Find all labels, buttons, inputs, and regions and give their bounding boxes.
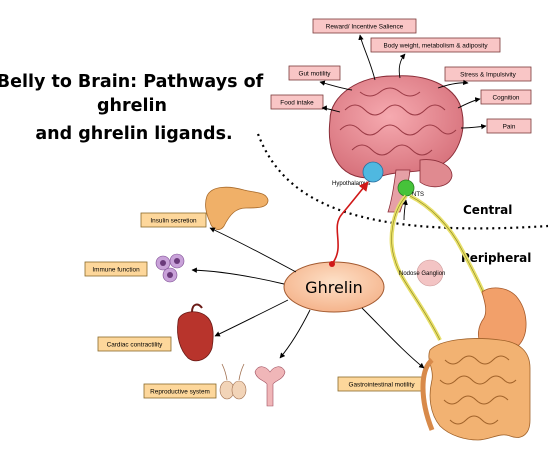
svg-text:Gastrointestinal motility: Gastrointestinal motility <box>348 382 415 389</box>
svg-text:Immune function: Immune function <box>92 267 140 274</box>
title-line-2: ghrelin <box>97 96 167 116</box>
nodose-ganglion-icon <box>416 259 444 287</box>
arrow-reproductive <box>279 309 311 359</box>
reward-box: Reward/ Incentive Salience <box>312 18 417 34</box>
pain-box: Pain <box>486 118 532 134</box>
arrow-gi <box>361 307 425 369</box>
stress-box: Stress & Impulsivity <box>444 66 532 82</box>
insulin-box: Insulin secretion <box>140 212 207 228</box>
svg-text:Gut motility: Gut motility <box>299 71 332 78</box>
svg-text:Body weight, metabolism & adip: Body weight, metabolism & adiposity <box>383 43 488 50</box>
arrow-immune <box>191 267 285 285</box>
ghrelin-label: Ghrelin <box>305 278 363 297</box>
reproductive-organs-icon <box>219 363 286 407</box>
brain-icon <box>328 75 464 213</box>
hypothalamus-icon <box>362 161 384 183</box>
gut-motility-box: Gut motility <box>288 65 341 81</box>
svg-text:Stress & Impulsivity: Stress & Impulsivity <box>460 72 517 79</box>
nodose-label: Nodose Ganglion <box>399 271 445 277</box>
arrow-cognition <box>457 97 481 109</box>
cardiac-box: Cardiac contractility <box>97 336 172 352</box>
svg-text:Pain: Pain <box>503 124 516 131</box>
svg-text:Insulin secretion: Insulin secretion <box>150 218 197 225</box>
svg-text:Food intake: Food intake <box>280 100 314 107</box>
arrow-pain <box>460 123 487 130</box>
central-label: Central <box>463 203 512 217</box>
reproductive-box: Reproductive system <box>143 383 217 399</box>
gi-box: Gastrointestinal motility <box>337 376 426 392</box>
svg-text:Cardiac contractility: Cardiac contractility <box>107 342 164 349</box>
arrow-vagal-up <box>402 199 408 221</box>
arrow-cardiac <box>214 299 289 337</box>
arrow-insulin <box>209 227 297 273</box>
hypothalamus-label: Hypothalamus <box>332 181 370 187</box>
intestines-icon <box>420 338 531 441</box>
arrow-food-intake <box>321 105 341 113</box>
pancreas-icon <box>205 186 269 230</box>
svg-text:Reward/ Incentive Salience: Reward/ Incentive Salience <box>326 24 404 31</box>
body-weight-box: Body weight, metabolism & adiposity <box>370 37 501 53</box>
arrow-reward <box>358 34 376 81</box>
immune-cells-icon <box>155 253 185 283</box>
svg-text:Reproductive system: Reproductive system <box>150 389 210 396</box>
arrow-ghrelin-to-hypothalamus <box>331 181 369 265</box>
arrow-body-weight <box>398 53 406 79</box>
heart-icon <box>177 303 214 362</box>
arrow-stress <box>437 79 469 89</box>
nts-label: NTS <box>412 192 424 198</box>
immune-box: Immune function <box>84 261 148 277</box>
svg-text:Cognition: Cognition <box>492 95 519 102</box>
cognition-box: Cognition <box>480 89 532 105</box>
food-intake-box: Food intake <box>270 94 324 110</box>
title-line-1: Belly to Brain: Pathways of <box>0 72 264 92</box>
title-line-3: and ghrelin ligands. <box>35 124 232 144</box>
peripheral-label: Peripheral <box>461 251 531 265</box>
arrow-gut-motility <box>319 80 353 91</box>
